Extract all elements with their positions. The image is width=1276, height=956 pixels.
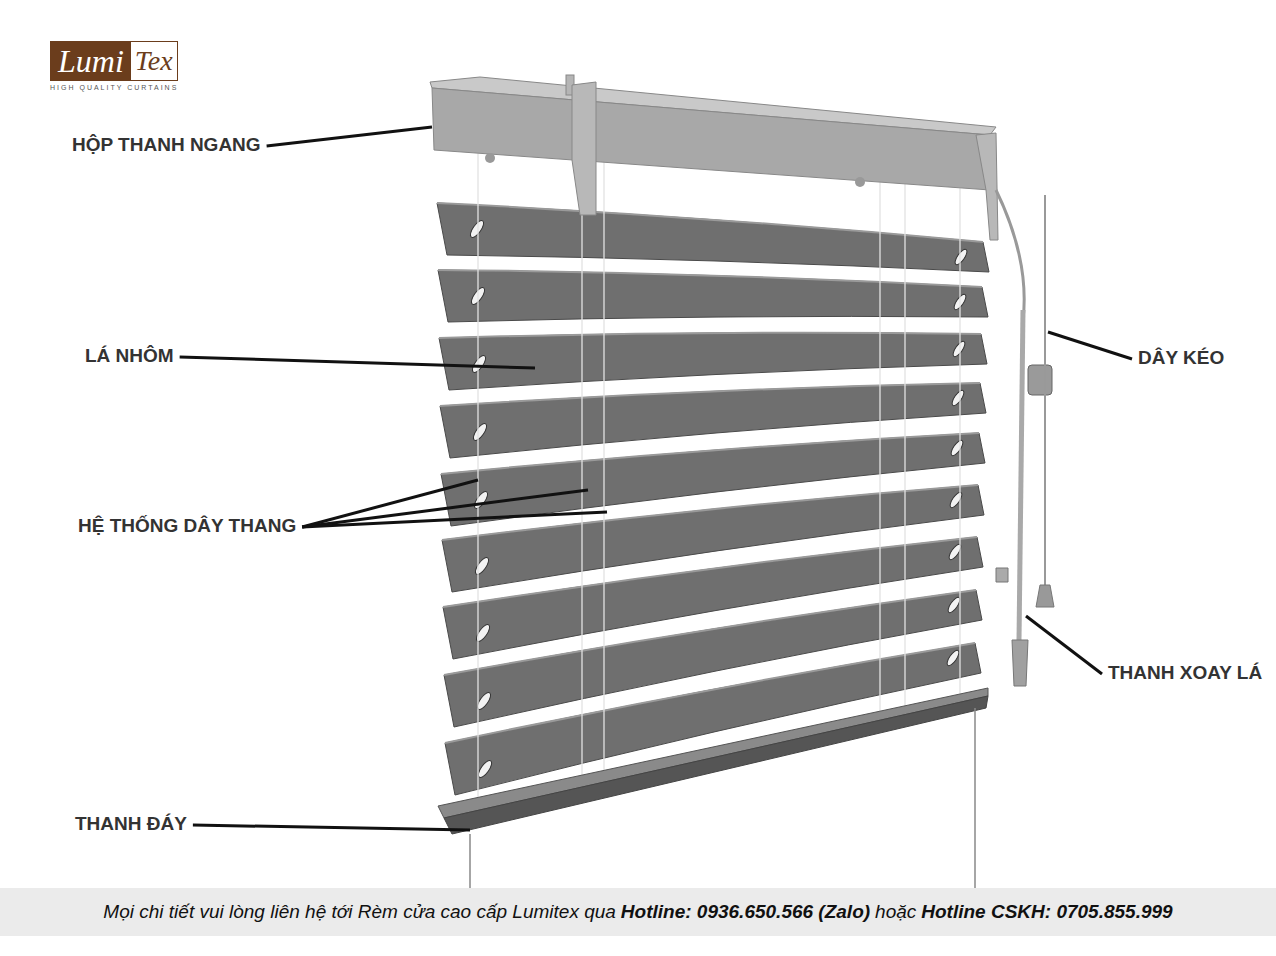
slat-edge xyxy=(442,485,978,540)
footer-text: Mọi chi tiết vui lòng liên hệ tới Rèm cử… xyxy=(103,901,616,922)
tilt-mechanism xyxy=(1028,365,1052,395)
slat-edge xyxy=(439,333,981,338)
slat xyxy=(437,203,989,272)
part-label: THANH ĐÁY xyxy=(75,813,187,835)
leader-line xyxy=(180,357,535,368)
ladder-string xyxy=(477,153,478,797)
footer-line: Mọi chi tiết vui lòng liên hệ tới Rèm cử… xyxy=(103,901,1172,923)
logo: LumiTexHIGH QUALITY CURTAINS xyxy=(50,41,178,91)
slat-edge xyxy=(437,203,983,242)
slat-eyelet xyxy=(473,556,491,577)
pull-cord xyxy=(1044,195,1046,585)
slat-edge xyxy=(440,383,980,406)
slat-eyelet xyxy=(953,248,969,267)
slat-eyelet xyxy=(468,219,486,240)
slat-eyelet xyxy=(474,623,492,644)
leader-line xyxy=(267,127,432,146)
slat-eyelet xyxy=(949,439,965,458)
slat-eyelet xyxy=(470,354,488,375)
ladder-string xyxy=(603,162,604,770)
slat-eyelet xyxy=(472,490,490,511)
part-label: DÂY KÉO xyxy=(1138,347,1224,369)
lift-cord xyxy=(974,708,976,888)
logo-row: LumiTex xyxy=(50,41,178,81)
leader-line xyxy=(1026,616,1102,674)
pulley xyxy=(855,177,865,187)
wand-handle xyxy=(1012,640,1028,686)
footer-band: Mọi chi tiết vui lòng liên hệ tới Rèm cử… xyxy=(0,888,1276,936)
ladder-strings xyxy=(478,153,960,797)
leader-lines xyxy=(180,127,1132,830)
footer-text: hoặc xyxy=(875,901,916,922)
ladder-string xyxy=(904,184,905,706)
part-label: HỘP THANH NGANG xyxy=(72,134,261,156)
slat-eyelet xyxy=(948,491,964,510)
hotline-text: Hotline: 0936.650.566 (Zalo) xyxy=(621,901,870,922)
slat-eyelet xyxy=(951,340,967,359)
logo-tagline: HIGH QUALITY CURTAINS xyxy=(50,84,178,91)
ladder-string xyxy=(581,161,582,775)
ladder-string xyxy=(879,182,880,711)
logo-word: Tex xyxy=(130,41,178,81)
part-label: THANH XOAY LÁ xyxy=(1108,662,1262,684)
logo-word: Lumi xyxy=(50,41,130,81)
bracket xyxy=(976,133,998,240)
slat-eyelet xyxy=(476,759,494,780)
bracket xyxy=(572,82,596,215)
part-label: LÁ NHÔM xyxy=(85,345,174,367)
hotline-text: Hotline CSKH: 0705.855.999 xyxy=(921,901,1172,922)
headrail-front xyxy=(432,88,990,190)
bottom-rail-top xyxy=(438,688,988,818)
lift-cord xyxy=(469,834,471,888)
wand-hook xyxy=(996,568,1008,582)
bottom-rail-front xyxy=(444,696,988,834)
slat-edge xyxy=(438,270,982,287)
leader-line xyxy=(193,825,470,830)
slat-eyelet xyxy=(471,422,489,443)
slat-edge xyxy=(441,433,979,474)
tilt-wand xyxy=(1019,310,1023,640)
pulley xyxy=(485,153,495,163)
ladder-string xyxy=(959,188,960,694)
cord-tassel xyxy=(1036,585,1054,607)
slat-eyelet xyxy=(945,649,961,668)
slat-eyelet xyxy=(950,389,966,408)
part-label: HỆ THỐNG DÂY THANG xyxy=(78,515,296,537)
tilt-cord xyxy=(996,190,1024,320)
slat-edge xyxy=(443,537,977,607)
leader-line xyxy=(1048,332,1132,359)
leader-line xyxy=(302,512,607,527)
